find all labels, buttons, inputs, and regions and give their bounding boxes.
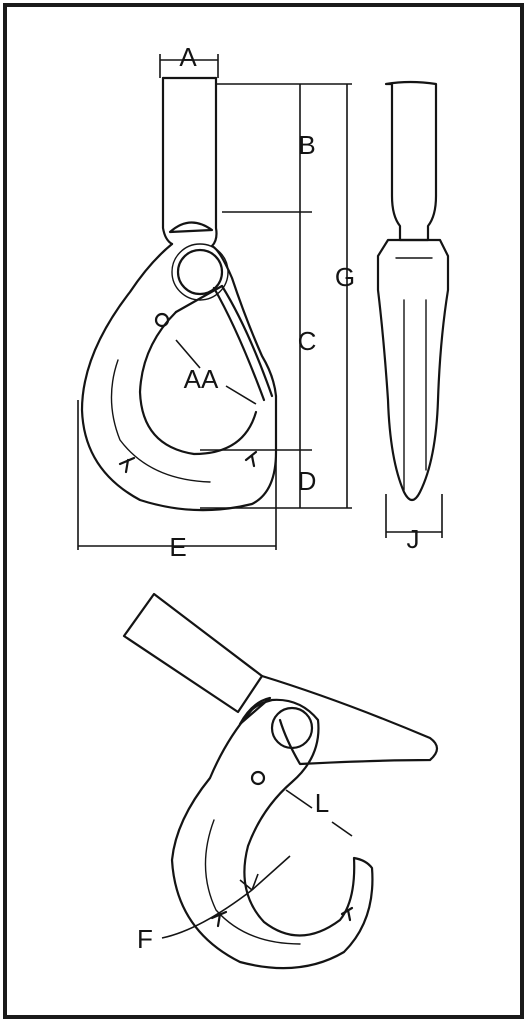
label-d: D — [298, 466, 317, 496]
side-view-hook — [376, 80, 450, 538]
bottom-dimension-lines — [161, 789, 353, 939]
open-latch-hook — [122, 592, 439, 970]
label-aa: AA — [184, 364, 219, 394]
label-g: G — [335, 262, 355, 292]
label-l: L — [315, 788, 329, 818]
label-a: A — [179, 42, 197, 72]
label-j: J — [407, 524, 420, 554]
front-view-hook — [80, 76, 278, 512]
label-b: B — [298, 130, 315, 160]
label-f: F — [137, 924, 153, 954]
front-dimension-lines — [77, 54, 352, 550]
label-e: E — [169, 532, 186, 562]
outer-border — [3, 3, 524, 1019]
label-c: C — [298, 326, 317, 356]
